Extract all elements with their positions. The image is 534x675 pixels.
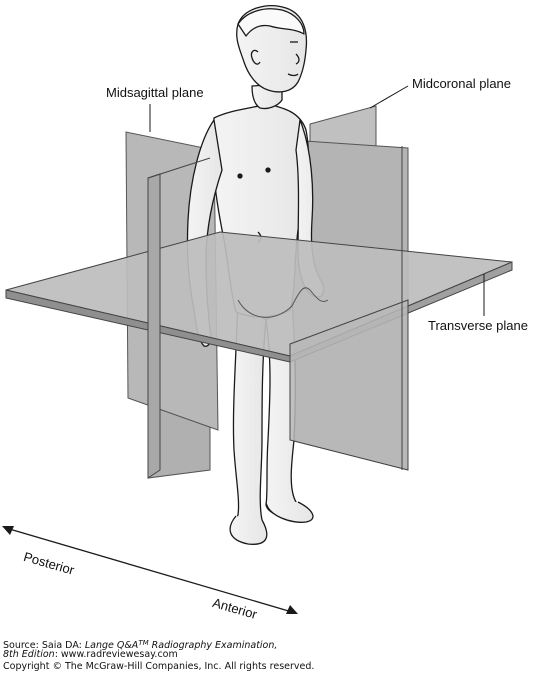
midsagittal-plane-label: Midsagittal plane	[106, 85, 204, 100]
source-line-2: 8th Edition: www.radreviewesay.com	[3, 649, 178, 661]
anterior-arrowhead-icon	[286, 605, 298, 614]
source-edition: 8th Edition	[3, 649, 55, 660]
source-url: : www.radreviewesay.com	[54, 649, 178, 660]
transverse-plane-label: Transverse plane	[428, 318, 528, 333]
posterior-arrowhead-icon	[2, 526, 14, 535]
midcoronal-plane-label: Midcoronal plane	[412, 76, 512, 91]
midcoronal-leader	[369, 85, 409, 109]
source-book-rest: Radiography Examination,	[148, 640, 278, 651]
transverse-plane	[5, 231, 513, 363]
source-book-title: Lange Q&A	[84, 640, 139, 651]
source-line-1: Source: Saia DA: Lange Q&ATM Radiography…	[3, 637, 277, 652]
label-leader-lines	[149, 85, 485, 316]
source-tm: TM	[138, 639, 149, 647]
source-prefix: Source: Saia DA:	[3, 640, 85, 651]
plane-front-sections	[147, 146, 409, 479]
copyright-line: Copyright © The McGraw-Hill Companies, I…	[3, 661, 315, 672]
posterior-anterior-arrow	[2, 526, 298, 614]
